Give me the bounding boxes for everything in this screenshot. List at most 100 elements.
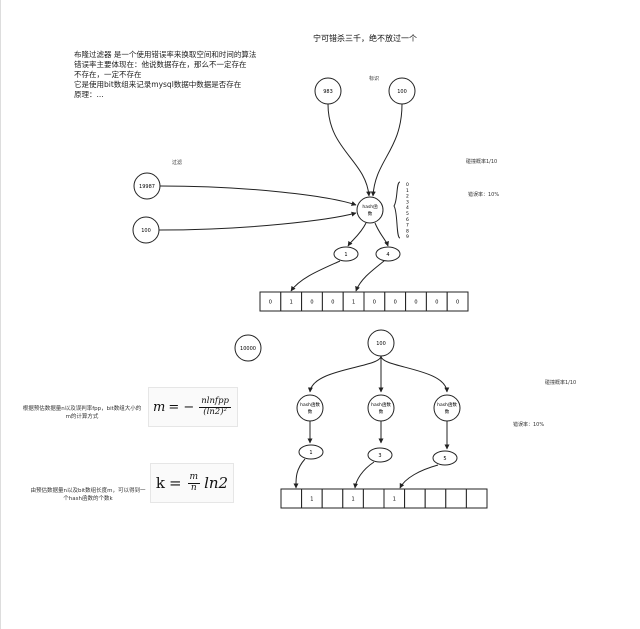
bit-value: 0 — [331, 300, 334, 306]
bit-value: 0 — [435, 300, 438, 306]
index-item: 7 — [406, 223, 409, 229]
svg-text:10000: 10000 — [240, 346, 256, 352]
formula-k-tail: ln2 — [204, 474, 229, 492]
svg-text:数: 数 — [308, 408, 313, 415]
hash-node-3: hash函数 数 — [433, 394, 461, 422]
page-left-border — [0, 0, 1, 629]
svg-text:3: 3 — [378, 453, 381, 459]
bit-value: 1 — [393, 497, 396, 503]
formula-k-box: k = m n ln2 — [150, 463, 234, 503]
svg-text:数: 数 — [379, 408, 384, 415]
svg-text:hash函数: hash函数 — [437, 401, 457, 408]
input-node-19987: 19987 — [133, 172, 161, 200]
label-error-bottom: 错误率：10% — [513, 421, 544, 428]
svg-text:hash函数: hash函数 — [371, 401, 391, 408]
edge-out3-bitb — [353, 461, 375, 489]
bit-cell — [465, 488, 488, 509]
hash-node-1: hash函数 数 — [296, 394, 324, 422]
label-filter: 过滤 — [172, 159, 182, 166]
formula-m-den: (ln2)² — [203, 406, 227, 417]
bit-cell — [424, 488, 447, 509]
formula-k-lhs: k — [155, 474, 165, 492]
bit-value: 0 — [310, 300, 313, 306]
bit-value: 0 — [394, 300, 397, 306]
bit-value: 0 — [269, 300, 272, 306]
formula-k-eq: = — [168, 474, 182, 492]
page-title: 宁可错杀三千，绝不放过一个 — [313, 34, 417, 43]
node-10000: 10000 — [234, 334, 262, 362]
svg-text:1: 1 — [309, 450, 312, 456]
intro-line: 原理：... — [74, 90, 104, 99]
formula-k-num: m — [187, 471, 201, 484]
formula-m-box: m = − nlnfpp (ln2)² — [148, 387, 238, 427]
bottom-output-3: 3 — [367, 447, 393, 463]
index-item: 4 — [406, 205, 409, 211]
svg-text:983: 983 — [323, 89, 333, 95]
formula-m-num: nlnfpp — [199, 396, 231, 408]
index-item: 0 — [406, 182, 409, 188]
intro-line: 错误率主要体现在：他说数据存在，那么不一定存在 — [74, 60, 247, 69]
bottom-output-1: 1 — [298, 444, 324, 460]
hash-node-2: hash函数 数 — [367, 394, 395, 422]
label-collision-bottom: 碰撞概率1/10 — [545, 379, 576, 386]
bit-value: 0 — [373, 300, 376, 306]
root-node-100: 100 — [367, 329, 395, 357]
intro-line: 它是使用bit数组来记录mysql数据中数据是否存在 — [74, 80, 242, 89]
edge-root-hash3 — [380, 355, 450, 393]
bottom-output-5: 5 — [432, 450, 458, 466]
index-item: 5 — [406, 211, 409, 217]
edge-100-hash — [370, 103, 403, 197]
hash-output-4: 4 — [375, 246, 401, 262]
edge-983-hash — [327, 103, 372, 197]
index-item: 6 — [406, 217, 409, 223]
index-item: 3 — [406, 199, 409, 205]
svg-text:数: 数 — [445, 408, 450, 415]
svg-text:hash函数: hash函数 — [300, 401, 320, 408]
bit-cell — [446, 291, 469, 312]
intro-line: 不存在，一定不存在 — [74, 70, 142, 79]
input-node-100-left: 100 — [132, 216, 160, 244]
index-item: 1 — [406, 188, 409, 194]
bit-array-bottom: 1 1 1 — [280, 488, 488, 509]
svg-text:5: 5 — [443, 456, 446, 462]
svg-text:100: 100 — [397, 89, 407, 95]
bit-value: 1 — [290, 300, 293, 306]
svg-text:hash函: hash函 — [362, 203, 378, 210]
formula-k-note: 由预估数据量n以及bit数组长度m，可以得到一个hash函数的个数k — [30, 488, 146, 502]
formula-m-note: 根据预估数据量n以及误判率fpp，bit数组大小的m的计算方式 — [22, 406, 142, 420]
formula-k-den: n — [190, 482, 197, 493]
svg-text:4: 4 — [386, 252, 389, 258]
index-item: 2 — [406, 194, 409, 200]
formula-m-lhs: m — [153, 399, 166, 415]
edge-out5-bitb — [399, 464, 439, 489]
bit-value: 0 — [456, 300, 459, 306]
bit-value: 1 — [352, 497, 355, 503]
index-item: 9 — [406, 234, 409, 240]
edge-hash-out1 — [347, 222, 367, 247]
edge-19987-hash — [159, 185, 357, 206]
edge-100l-hash — [158, 211, 357, 231]
svg-text:1: 1 — [344, 252, 347, 258]
svg-text:100: 100 — [141, 228, 151, 234]
bit-cell — [445, 488, 467, 509]
formula-m-eq: = − — [168, 399, 195, 415]
bit-cell — [321, 488, 344, 509]
input-node-983: 983 — [314, 77, 342, 105]
bit-cell — [404, 488, 426, 509]
label-collision-top: 碰撞概率1/10 — [466, 158, 497, 165]
edge-out1-bitb — [293, 458, 306, 489]
input-node-100-top: 100 — [388, 77, 416, 105]
bit-value: 1 — [310, 497, 313, 503]
bit-cell — [362, 488, 385, 509]
label-error-top: 错误率：10% — [468, 191, 499, 198]
edge-out1-bit — [290, 260, 341, 292]
svg-text:数: 数 — [368, 210, 373, 217]
bit-cell — [280, 488, 303, 509]
hash-output-1: 1 — [333, 246, 359, 262]
index-brace — [393, 181, 401, 239]
bit-value: 0 — [414, 300, 417, 306]
intro-line: 布隆过滤器 是一个使用错误率来换取空间和时间的算法 — [74, 50, 257, 59]
